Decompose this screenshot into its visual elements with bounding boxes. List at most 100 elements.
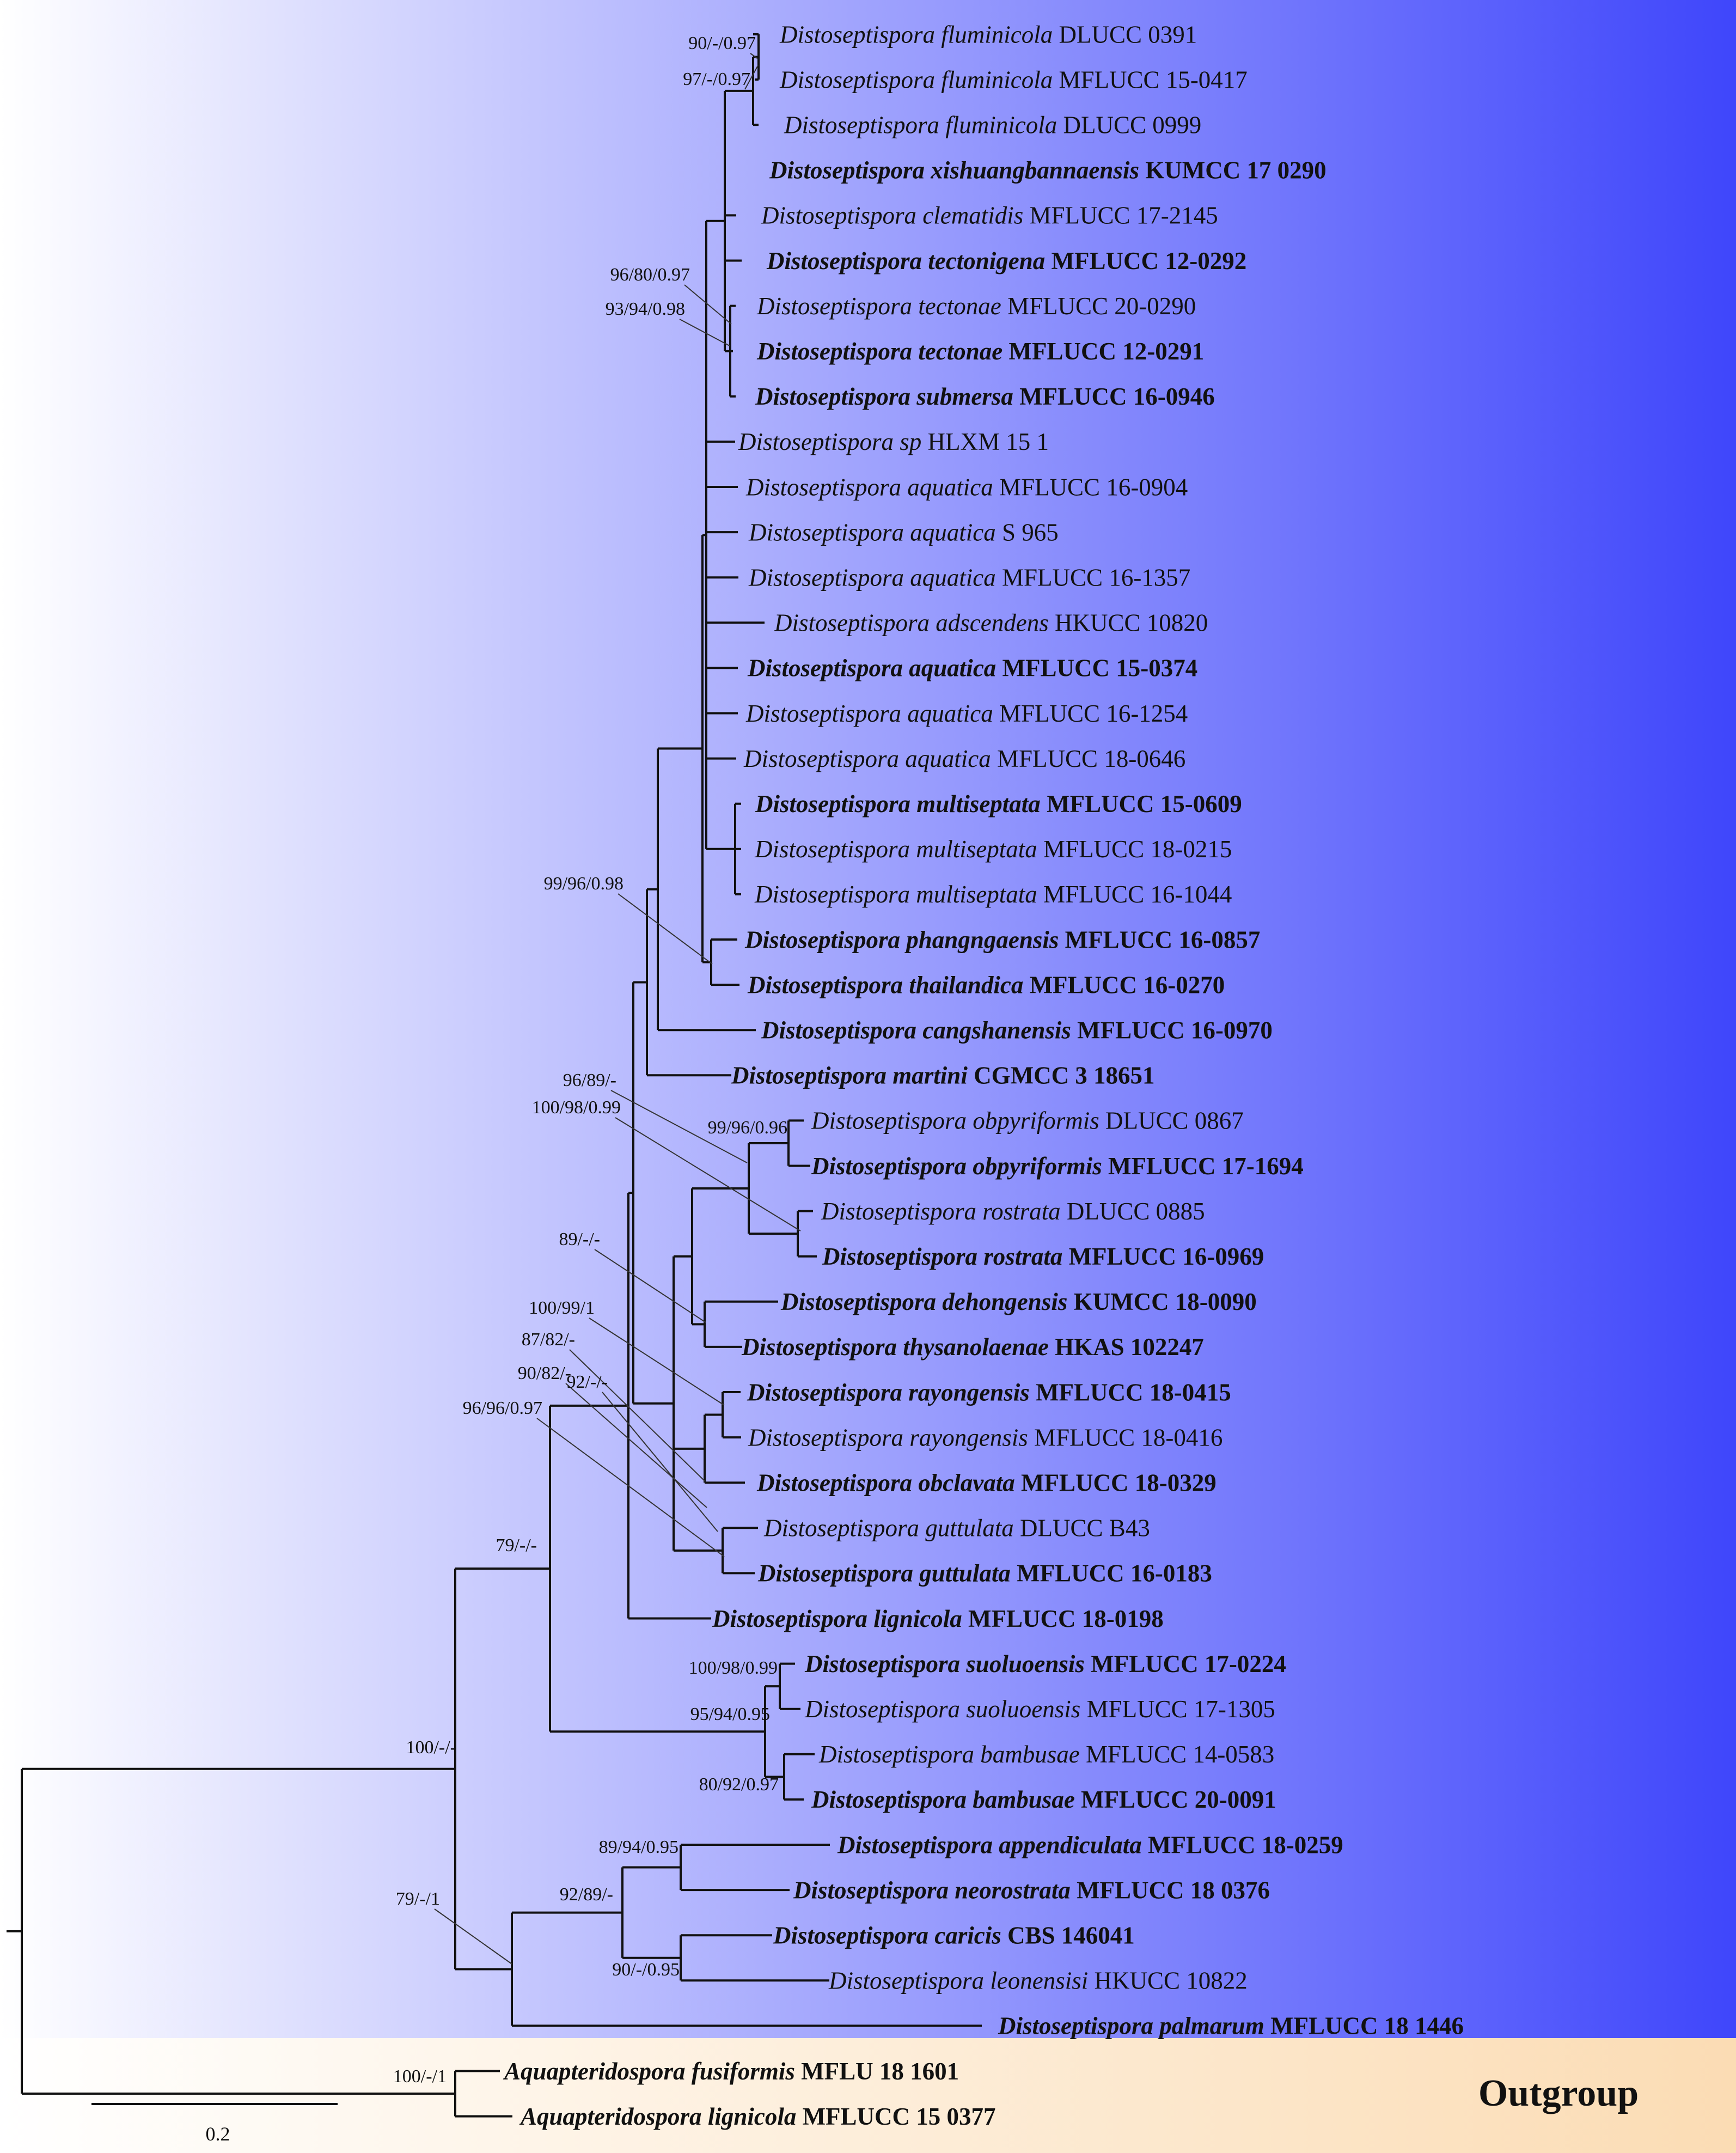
taxon-epithet: obclavata [918,1469,1021,1497]
taxon-strain-code: MFLUCC 18-0329 [1021,1469,1217,1497]
support-value: 100/-/- [406,1737,456,1758]
support-leader-lines [434,53,801,1965]
taxon-strain-code: MFLUCC 16-1044 [1043,881,1232,908]
taxon-genus: Distoseptispora [779,21,941,48]
taxon-genus: Distoseptispora [763,1515,925,1542]
support-value: 93/94/0.98 [606,299,685,319]
taxon-genus: Distoseptispora [745,473,907,501]
support-value: 92/89/- [560,1884,613,1905]
taxon-strain-code: MFLUCC 18-0415 [1036,1379,1231,1406]
support-value: 80/92/0.97 [699,1774,779,1795]
taxon-epithet: tectonae [918,292,1007,320]
support-leader-line [618,893,713,965]
taxon-label: Distoseptispora obpyriformis MFLUCC 17-1… [811,1152,1304,1180]
taxon-genus: Distoseptispora [741,1333,903,1361]
taxon-epithet: tectonigena [928,247,1051,275]
taxon-label: Distoseptispora rayongensis MFLUCC 18-04… [747,1379,1231,1406]
taxon-label: Distoseptispora obclavata MFLUCC 18-0329 [756,1469,1217,1497]
support-values: 90/-/0.9797/-/0.9796/80/0.9793/94/0.9899… [393,33,787,2087]
taxon-label: Distoseptispora rostrata DLUCC 0885 [821,1198,1205,1225]
taxon-strain-code: MFLUCC 16-0183 [1017,1560,1212,1587]
taxon-label: Distoseptispora fluminicola DLUCC 0999 [784,112,1201,139]
support-value: 96/89/- [563,1070,616,1090]
taxon-genus: Distoseptispora [731,1062,893,1089]
taxon-epithet: tectonae [918,338,1008,365]
support-leader-line [679,319,730,346]
support-leader-line [615,1117,801,1231]
taxon-label: Distoseptispora adscendens HKUCC 10820 [774,609,1208,637]
taxon-strain-code: MFLUCC 16-0970 [1077,1017,1273,1044]
taxon-label: Distoseptispora rostrata MFLUCC 16-0969 [822,1243,1264,1270]
taxon-strain-code: MFLU 18 1601 [801,2058,959,2085]
taxon-genus: Distoseptispora [754,835,916,863]
taxon-strain-code: MFLUCC 12-0292 [1052,247,1247,275]
taxon-genus: Distoseptispora [745,700,907,727]
support-value: 99/96/0.98 [544,874,624,894]
taxon-label: Distoseptispora cangshanensis MFLUCC 16-… [761,1017,1273,1044]
taxon-strain-code: MFLUCC 17-2145 [1030,202,1218,229]
taxon-strain-code: MFLUCC 17-0224 [1091,1650,1286,1678]
taxon-genus: Distoseptispora [822,1243,983,1270]
support-leader-line [744,65,759,90]
taxon-label: Distoseptispora submersa MFLUCC 16-0946 [755,383,1215,410]
taxon-epithet: bambusae [980,1741,1086,1768]
taxon-strain-code: HKUCC 10822 [1095,1967,1248,1995]
taxon-epithet: suoluoensis [966,1695,1086,1723]
taxon-genus: Aquapteridospora [519,2103,708,2130]
taxon-genus: Distoseptispora [757,1560,919,1587]
tree-branches [7,33,982,2118]
support-leader-line [750,53,759,59]
taxon-strain-code: MFLUCC 18-0416 [1034,1424,1222,1451]
support-leader-line [569,1349,706,1482]
support-leader-line [434,1908,512,1965]
taxon-genus: Distoseptispora [747,971,909,998]
taxon-genus: Distoseptispora [756,1469,918,1497]
support-leader-line [589,1318,725,1406]
taxon-strain-code: CGMCC 3 18651 [974,1062,1154,1089]
taxon-epithet: martini [893,1062,974,1089]
taxon-label: Distoseptispora multiseptata MFLUCC 16-1… [754,881,1232,908]
taxon-genus: Distoseptispora [756,338,918,365]
taxon-epithet: multiseptata [916,835,1043,863]
taxon-strain-code: MFLUCC 15-0417 [1059,66,1248,93]
support-value: 87/82/- [522,1329,575,1350]
taxon-strain-code: MFLUCC 16-0946 [1019,383,1215,410]
support-leader-line [565,1383,707,1508]
support-value: 95/94/0.95 [690,1704,770,1724]
taxon-genus: Distoseptispora [755,383,916,410]
taxon-label: Distoseptispora multiseptata MFLUCC 15-0… [755,790,1242,818]
taxon-strain-code: MFLUCC 14-0583 [1086,1741,1274,1768]
taxon-label: Distoseptispora aquatica S 965 [748,519,1059,546]
taxon-genus: Distoseptispora [811,1786,973,1813]
taxon-strain-code: DLUCC 0885 [1067,1198,1205,1225]
taxon-epithet: palmarum [1157,2012,1270,2040]
taxon-epithet: sp [900,428,927,455]
support-leader-line [610,1090,748,1163]
taxon-epithet: aquatica [907,473,999,501]
support-leader-line [602,1392,718,1532]
taxon-labels: Distoseptispora fluminicola DLUCC 0391Di… [503,21,1464,2130]
taxon-epithet: multiseptata [916,881,1043,908]
taxon-label: Distoseptispora obpyriformis DLUCC 0867 [811,1107,1244,1135]
taxon-label: Distoseptispora palmarum MFLUCC 18 1446 [998,2012,1464,2040]
taxon-label: Distoseptispora suoluoensis MFLUCC 17-02… [804,1650,1286,1678]
taxon-genus: Distoseptispora [779,66,941,93]
taxon-genus: Distoseptispora [761,1017,922,1044]
support-value: 100/98/0.99 [689,1658,778,1678]
taxon-strain-code: KUMCC 18-0090 [1074,1288,1257,1315]
taxon-label: Distoseptispora aquatica MFLUCC 16-1254 [745,700,1188,727]
taxon-genus: Distoseptispora [748,1424,909,1451]
taxon-epithet: aquatica [909,655,1002,682]
taxon-label: Distoseptispora bambusae MFLUCC 20-0091 [811,1786,1276,1813]
support-value: 100/98/0.99 [532,1097,621,1118]
taxon-strain-code: MFLUCC 15-0609 [1047,790,1242,818]
taxon-label: Distoseptispora aquatica MFLUCC 16-0904 [745,473,1188,501]
taxon-epithet: adscendens [936,609,1055,637]
taxon-strain-code: CBS 146041 [1007,1922,1135,1949]
taxon-strain-code: MFLUCC 16-0904 [999,473,1188,501]
taxon-strain-code: MFLUCC 17-1305 [1087,1695,1275,1723]
taxon-label: Distoseptispora thailandica MFLUCC 16-02… [747,971,1225,998]
taxon-epithet: aquatica [905,745,997,772]
support-value: 90/-/0.95 [612,1960,680,1980]
taxon-label: Distoseptispora xishuangbannaensis KUMCC… [769,157,1327,184]
